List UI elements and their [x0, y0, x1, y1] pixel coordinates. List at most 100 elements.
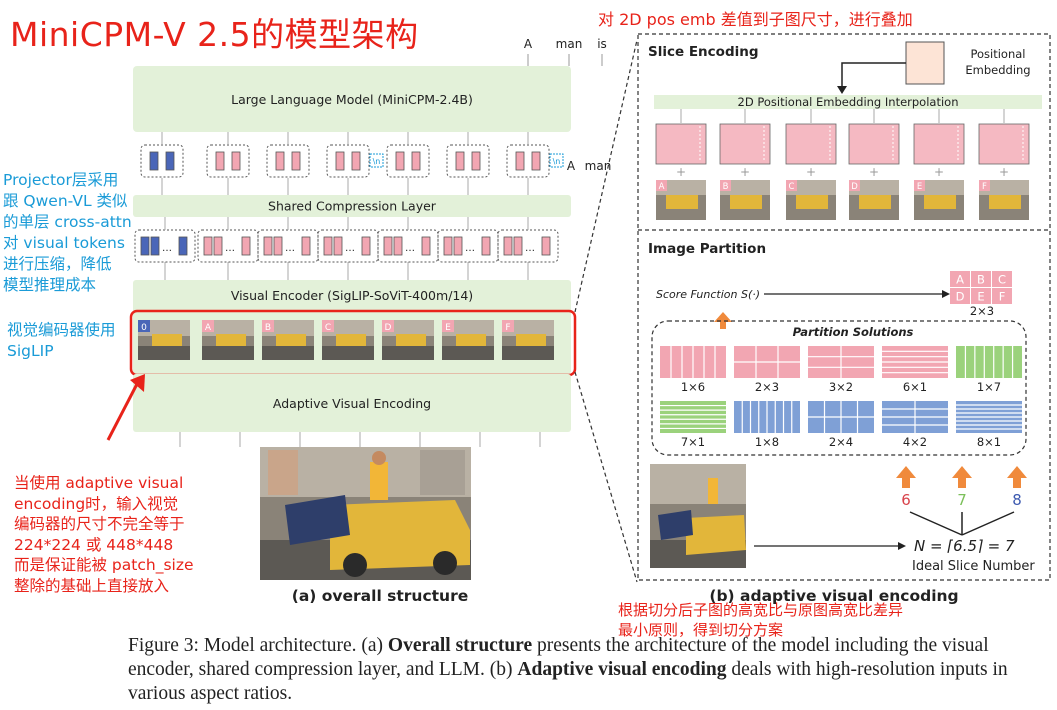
visual-encoder-label: Visual Encoder (SigLIP-SoViT-400m/14) — [231, 288, 473, 303]
slice-letter: A — [659, 182, 665, 192]
slice-label-box — [382, 320, 394, 332]
slice-label: C — [325, 323, 331, 333]
svg-text:+: + — [869, 165, 879, 179]
solution-label: 1×8 — [755, 435, 779, 449]
ellipsis: … — [405, 243, 415, 254]
grid-cell — [971, 288, 991, 304]
llm-block — [133, 66, 571, 132]
solution-label: 8×1 — [977, 435, 1001, 449]
number-8: 8 — [1012, 491, 1022, 509]
adaptive-encoding-diagram: Slice Encoding Positional Embedding 2D P… — [637, 33, 1051, 605]
slice-embedding — [913, 123, 965, 165]
slice-label: F — [505, 323, 510, 333]
slice-label-box — [262, 320, 274, 332]
compressed-token — [531, 151, 541, 171]
visual-token — [323, 236, 333, 256]
slice-label-box — [442, 320, 454, 332]
solution-label: 7×1 — [681, 435, 705, 449]
svg-text:+: + — [806, 165, 816, 179]
output-token-0: A — [524, 37, 533, 51]
svg-text:Embedding: Embedding — [965, 63, 1030, 77]
score-function-label: Score Function S(·) — [656, 288, 760, 301]
compressed-token — [411, 151, 421, 171]
compressed-group — [140, 144, 184, 178]
visual-token — [443, 236, 453, 256]
interp-label: 2D Positional Embedding Interpolation — [738, 95, 959, 109]
compressed-token — [165, 151, 175, 171]
ellipsis: … — [345, 243, 355, 254]
grid-letter: F — [999, 290, 1006, 304]
compressed-group — [386, 144, 430, 178]
partition-title: Partition Solutions — [793, 325, 914, 339]
partition-solutions-box — [651, 320, 1027, 456]
slice-embedding — [848, 123, 900, 165]
compressed-token — [515, 151, 525, 171]
visual-token — [301, 236, 311, 256]
ellipsis: … — [525, 243, 535, 254]
slice-embedding — [785, 123, 837, 165]
slice-label: D — [385, 323, 392, 333]
visual-token — [481, 236, 491, 256]
svg-text:+: + — [999, 165, 1009, 179]
slice-embedding — [978, 123, 1030, 165]
solution-label: 2×4 — [829, 435, 853, 449]
visual-token — [361, 236, 371, 256]
visual-token — [541, 236, 551, 256]
orange-arrow — [1007, 466, 1027, 488]
interp-bar — [654, 95, 1042, 109]
ideal-label: Ideal Slice Number — [912, 559, 1035, 574]
slice-label-box — [138, 320, 150, 332]
slice-label-box — [322, 320, 334, 332]
visual-token — [333, 236, 343, 256]
output-token-1: man — [556, 37, 583, 51]
right-slices: +A+B+C+D+E+F — [655, 109, 1030, 220]
slice-letter: D — [851, 182, 858, 192]
slice-label-box — [502, 320, 514, 332]
compressed-group — [206, 144, 250, 178]
ellipsis: … — [465, 243, 475, 254]
positional-embedding-box — [905, 41, 945, 85]
visual-token — [273, 236, 283, 256]
right-caption: (b) adaptive visual encoding — [709, 587, 958, 605]
partition-photo — [650, 464, 746, 568]
solution-grid — [956, 346, 1022, 378]
visual-token — [383, 236, 393, 256]
visual-token — [393, 236, 403, 256]
compressed-group — [266, 144, 310, 178]
compressed-group — [446, 144, 490, 178]
annotation-projector: Projector层采用 跟 Qwen-VL 类似 的单层 cross-attn… — [3, 171, 132, 294]
svg-text:Positional: Positional — [970, 47, 1025, 61]
solution-label: 2×3 — [755, 380, 779, 394]
slice-letter: C — [789, 182, 795, 192]
visual-token — [241, 236, 251, 256]
slice-label: E — [445, 323, 451, 333]
grid-cell — [950, 271, 970, 287]
visual-token — [213, 236, 223, 256]
slice-letter: E — [917, 182, 922, 192]
grid-letter: D — [956, 290, 965, 304]
number-6: 6 — [901, 491, 911, 509]
compression-layer-block — [133, 195, 571, 217]
slice-embedding — [655, 123, 707, 165]
orange-arrow — [952, 466, 972, 488]
image-partition-title: Image Partition — [648, 241, 766, 257]
grid-letter: A — [956, 273, 964, 287]
side-token-man: man — [585, 159, 612, 173]
compressed-token — [291, 151, 301, 171]
compressed-token — [215, 151, 225, 171]
adaptive-encoding-label: Adaptive Visual Encoding — [273, 396, 431, 411]
grid-cell — [950, 288, 970, 304]
grid-cell — [971, 271, 991, 287]
slice-embedding — [719, 123, 771, 165]
solution-label: 3×2 — [829, 380, 853, 394]
visual-token — [140, 236, 150, 256]
visual-token — [263, 236, 273, 256]
grid-letter: C — [998, 273, 1006, 287]
visual-token — [421, 236, 431, 256]
compressed-token — [275, 151, 285, 171]
solution-label: 1×6 — [681, 380, 705, 394]
output-token-2: is — [597, 37, 607, 51]
number-7: 7 — [957, 491, 967, 509]
formula: N = ⌈6.5⌉ = 7 — [914, 537, 1015, 555]
